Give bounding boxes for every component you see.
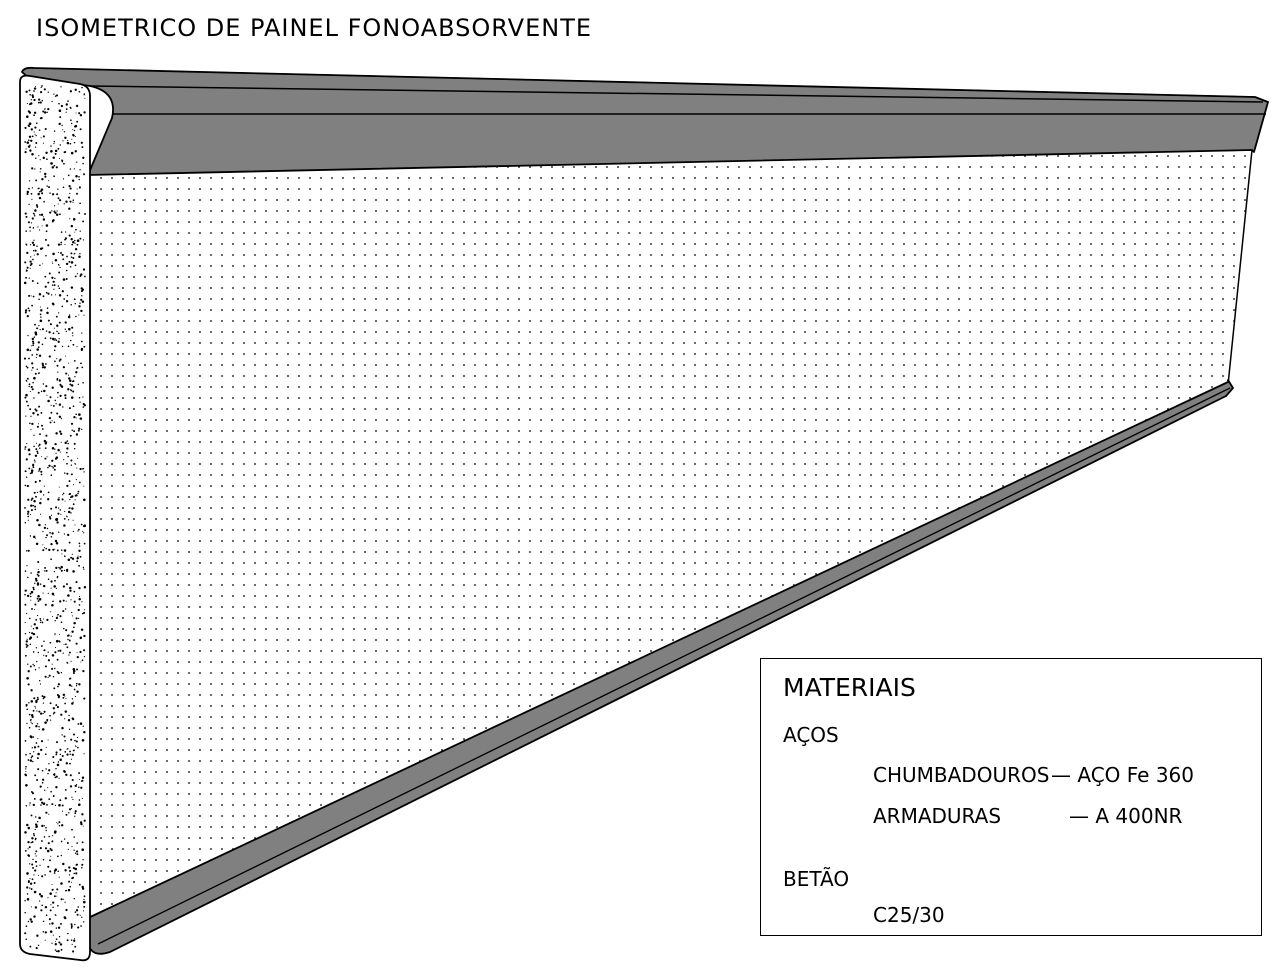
reinforcement-label: ARMADURAS [873,804,1002,828]
concrete-texture [23,85,87,953]
bottom-channel-fold [97,387,1231,945]
materials-table: MATERIAIS AÇOS CHUMBADOUROS — AÇO Fe 360… [760,658,1262,936]
anchor-bolts-label: CHUMBADOUROS [873,763,1050,787]
reinforcement-value: — A 400NR [1069,804,1183,828]
drawing-title: ISOMETRICO DE PAINEL FONOABSORVENTE [36,14,593,42]
top-channel-lip [33,67,1256,98]
concrete-heading: BETÃO [783,867,850,891]
materials-heading: MATERIAIS [783,673,916,702]
steels-heading: AÇOS [783,723,839,747]
concrete-end-face [19,74,91,962]
top-channel-edge [89,85,1264,103]
anchor-bolts-value: — AÇO Fe 360 [1051,763,1194,787]
concrete-class: C25/30 [873,903,945,927]
